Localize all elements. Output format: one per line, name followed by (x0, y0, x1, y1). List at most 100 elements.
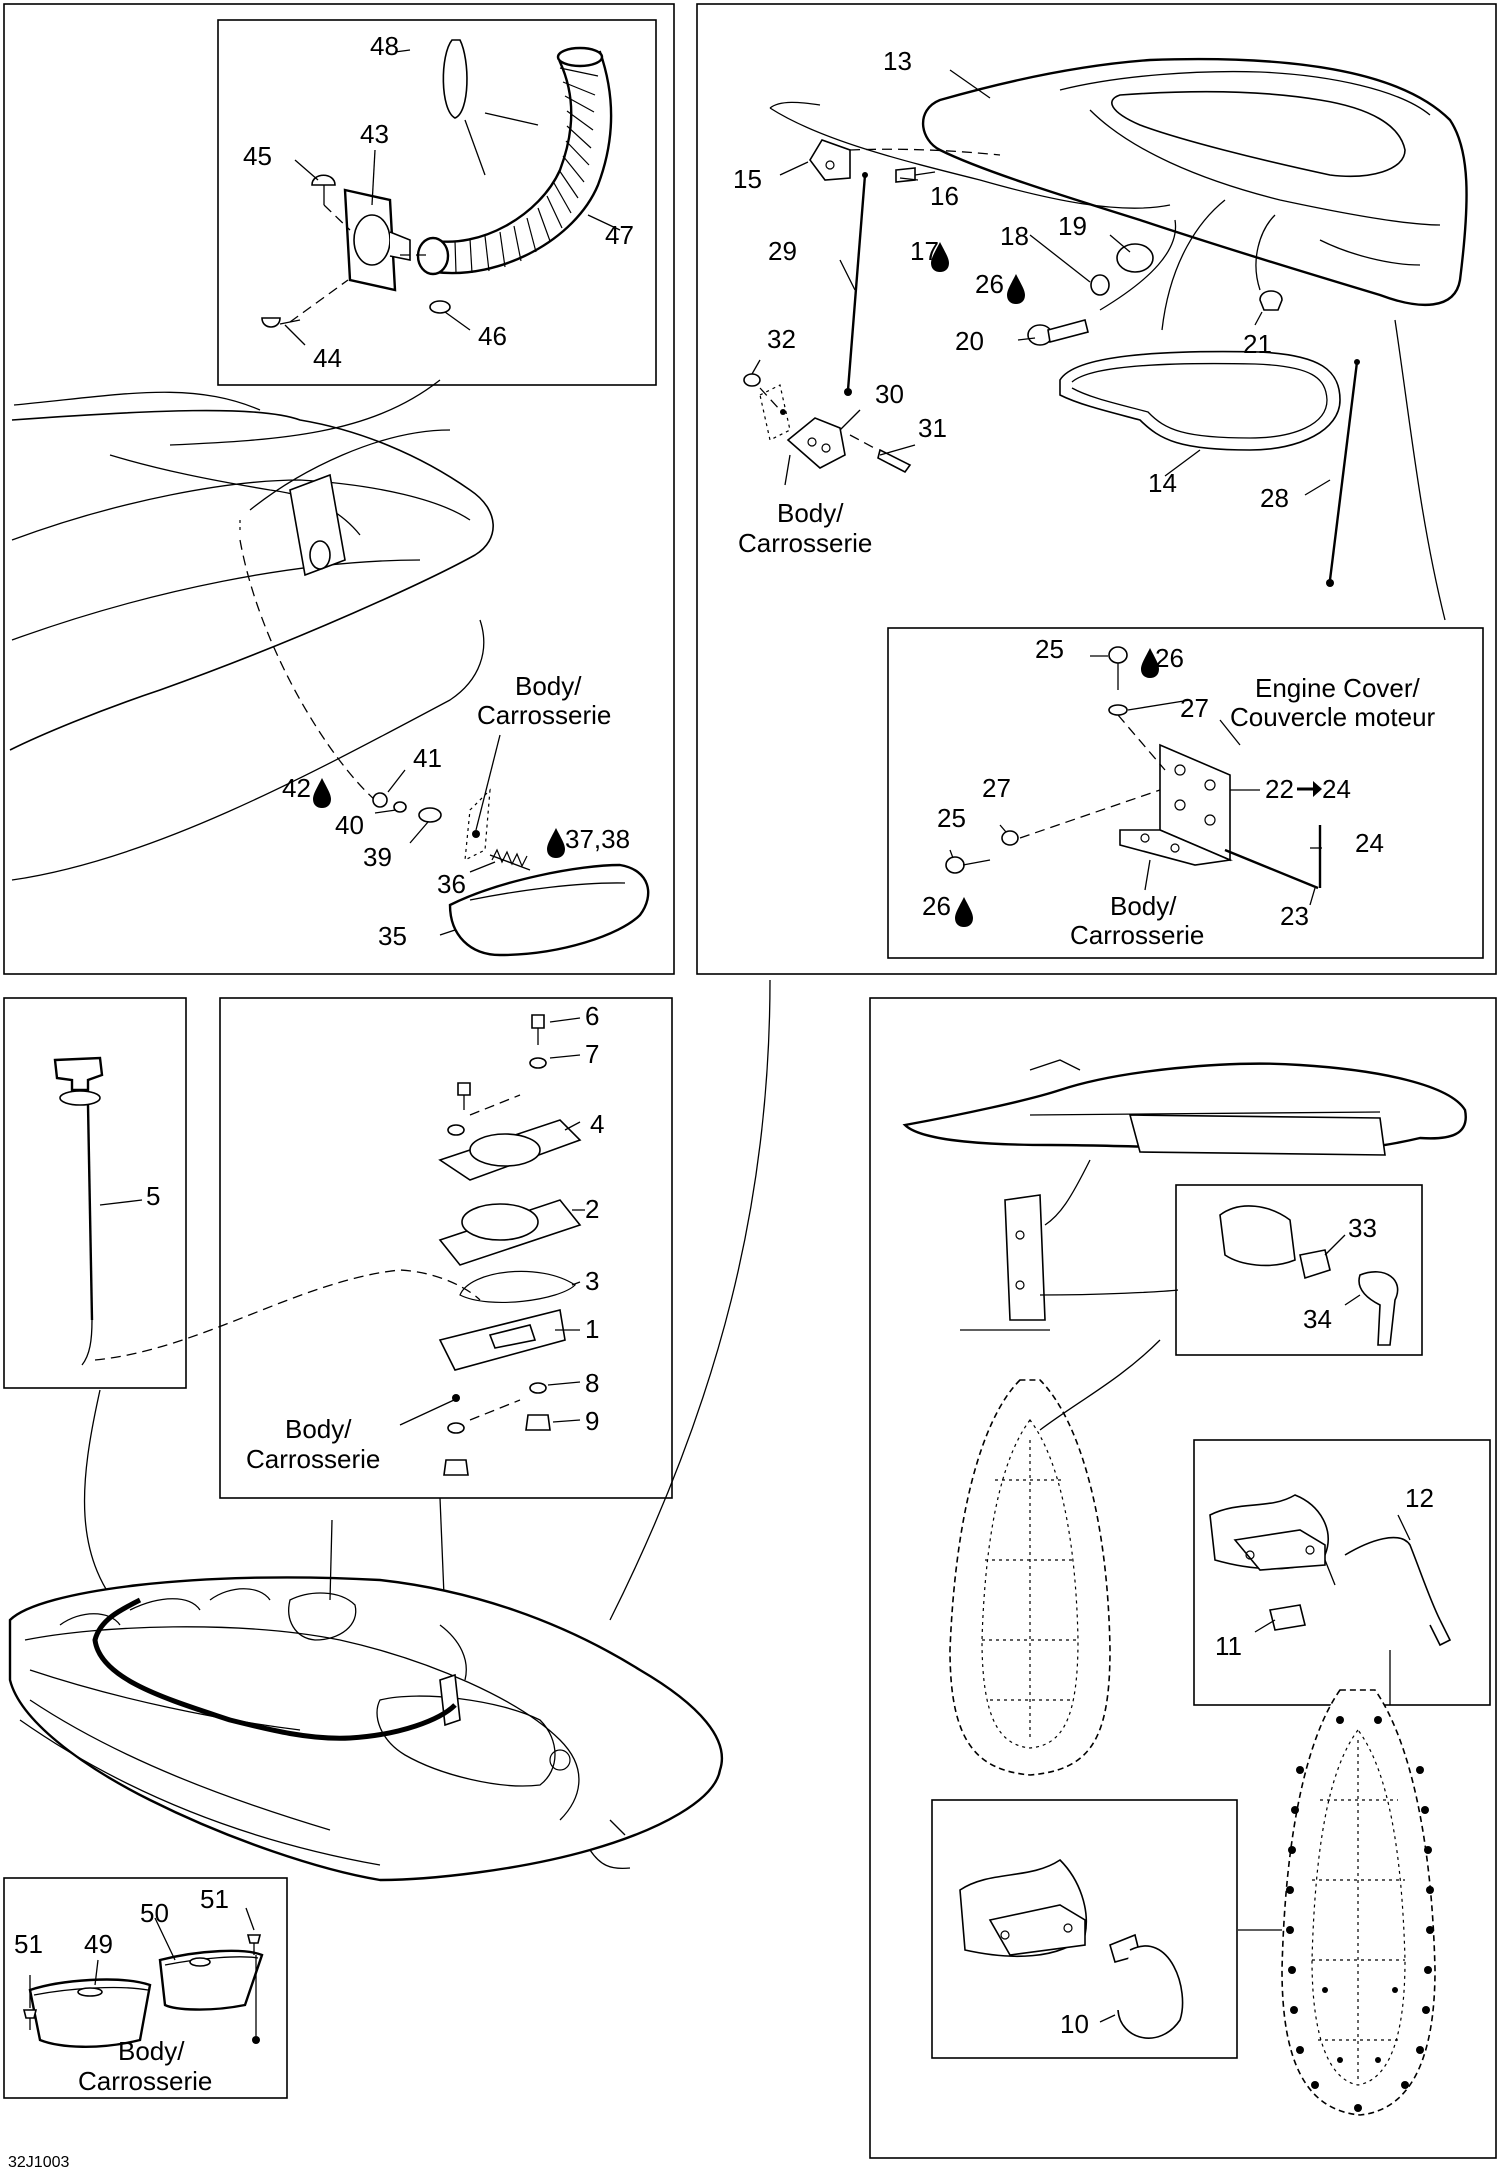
callout-35: 35 (378, 921, 407, 951)
callout-33: 33 (1348, 1213, 1377, 1243)
body-label-line1: Body/ (1110, 891, 1177, 921)
callout-29: 29 (768, 236, 797, 266)
callout-37-38: 37,38 (565, 824, 630, 854)
callout-numbers: 48 43 45 47 46 44 41 42 40 39 37,38 36 3… (14, 31, 1434, 2039)
callout-42: 42 (282, 773, 311, 803)
callout-22-24-end: 24 (1322, 774, 1351, 804)
body-label-line1: Body/ (777, 498, 844, 528)
callout-39: 39 (363, 842, 392, 872)
sealant-drop-icons (313, 242, 1159, 927)
drop-icon (547, 828, 565, 858)
callout-15: 15 (733, 164, 762, 194)
callout-31: 31 (918, 413, 947, 443)
callout-27b: 27 (982, 773, 1011, 803)
frame-fuel-filler (219, 997, 673, 1499)
callout-45: 45 (243, 141, 272, 171)
hull-top-view-1 (949, 1339, 1161, 1776)
frame-tie-inset-10 (931, 1799, 1238, 2059)
arrow-22-to-24 (1297, 781, 1322, 797)
drop-icon (1007, 274, 1025, 304)
body-label-line1: Body/ (118, 2036, 185, 2066)
callout-30: 30 (875, 379, 904, 409)
frame-air-vent-inset (217, 19, 657, 386)
air-vent-duct-assembly (261, 39, 621, 346)
tie-inset-12 (1209, 1494, 1452, 1647)
callout-1: 1 (585, 1314, 599, 1344)
body-label-line1: Body/ (515, 671, 582, 701)
callout-7: 7 (585, 1039, 599, 1069)
callout-25a: 25 (1035, 634, 1064, 664)
callout-51a: 51 (14, 1929, 43, 1959)
storage-bins (22, 1907, 264, 2048)
callout-51b: 51 (200, 1884, 229, 1914)
engine-cover-assembly (743, 57, 1468, 621)
callout-50: 50 (140, 1898, 169, 1928)
callout-44: 44 (313, 343, 342, 373)
callout-48: 48 (370, 31, 399, 61)
callout-32: 32 (767, 324, 796, 354)
body-label-line2: Carrosserie (78, 2066, 212, 2096)
dipstick (53, 1056, 481, 1621)
drop-icon (931, 242, 949, 272)
callout-12: 12 (1405, 1483, 1434, 1513)
callout-16: 16 (930, 181, 959, 211)
callout-24: 24 (1355, 828, 1384, 858)
callout-36: 36 (437, 869, 466, 899)
engine-cover-label-line2: Couvercle moteur (1230, 702, 1436, 732)
callout-46: 46 (478, 321, 507, 351)
callout-40: 40 (335, 810, 364, 840)
body-label-line2: Carrosserie (1070, 920, 1204, 950)
body-label-line2: Carrosserie (246, 1444, 380, 1474)
tie-inset-10 (959, 1858, 1184, 2039)
frame-hinge-inset (887, 627, 1484, 959)
callout-28: 28 (1260, 483, 1289, 513)
frame-right-column (869, 997, 1497, 2159)
body-label-line2: Carrosserie (477, 700, 611, 730)
callout-20: 20 (955, 326, 984, 356)
callout-6: 6 (585, 1001, 599, 1031)
drop-icon (955, 897, 973, 927)
location-labels: Body/ Carrosserie Body/ Carrosserie Engi… (8, 498, 1436, 2171)
callout-19: 19 (1058, 211, 1087, 241)
callout-22-24: 22 (1265, 774, 1294, 804)
callout-47: 47 (605, 220, 634, 250)
grab-handle-hardware (372, 734, 650, 957)
callout-26c: 26 (922, 891, 951, 921)
frame-storage-bins (3, 1877, 288, 2099)
callout-25b: 25 (937, 803, 966, 833)
callout-9: 9 (585, 1406, 599, 1436)
callout-4: 4 (590, 1109, 604, 1139)
callout-26b: 26 (1155, 643, 1184, 673)
frame-clip-inset (1175, 1184, 1423, 1356)
callout-11: 11 (1215, 1631, 1242, 1661)
deck-side-view (902, 1059, 1467, 1331)
callout-49: 49 (84, 1929, 113, 1959)
callout-5: 5 (146, 1181, 160, 1211)
engine-cover-hinge (945, 646, 1322, 906)
callout-41: 41 (413, 743, 442, 773)
callout-3: 3 (585, 1266, 599, 1296)
callout-21: 21 (1243, 329, 1272, 359)
callout-27a: 27 (1180, 693, 1209, 723)
drop-icon (313, 778, 331, 808)
engine-cover-label-line1: Engine Cover/ (1255, 673, 1421, 703)
callout-2: 2 (585, 1194, 599, 1224)
fuel-filler-assembly (399, 1014, 585, 1621)
frame-dipstick (3, 997, 187, 1389)
callout-43: 43 (360, 119, 389, 149)
callout-14: 14 (1148, 468, 1177, 498)
callout-26a: 26 (975, 269, 1004, 299)
drop-icon (1141, 648, 1159, 678)
callout-8: 8 (585, 1368, 599, 1398)
hull-top-view-2 (1238, 1650, 1436, 2116)
frame-tie-inset-12 (1193, 1439, 1491, 1706)
callout-13: 13 (883, 46, 912, 76)
drawing-code: 32J1003 (8, 2154, 69, 2171)
rear-seat-and-hull (9, 379, 494, 881)
callout-23: 23 (1280, 901, 1309, 931)
clip-inset (1219, 1205, 1399, 1346)
body-label-line2: Carrosserie (738, 528, 872, 558)
boat-overview (8, 979, 771, 1882)
callout-18: 18 (1000, 221, 1029, 251)
